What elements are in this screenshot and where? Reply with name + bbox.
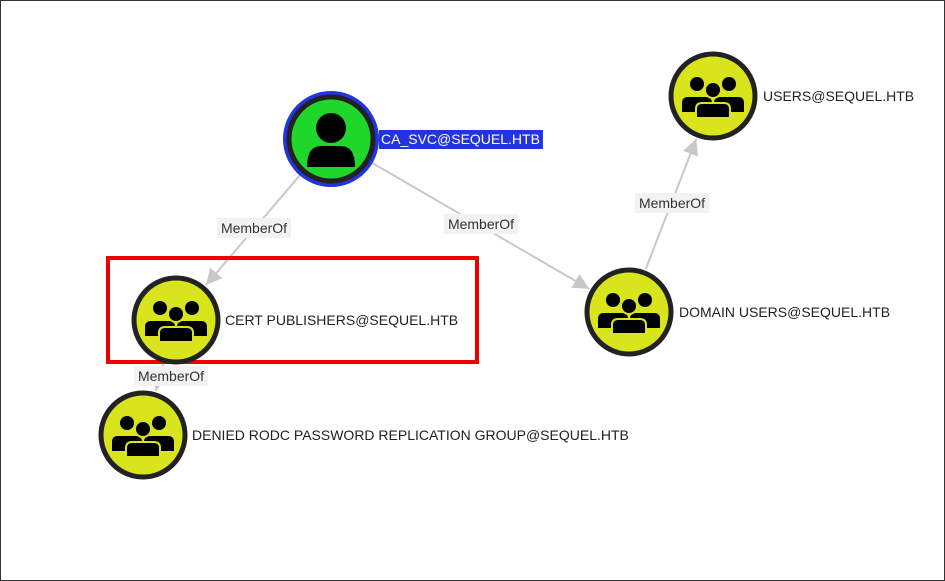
user-icon — [307, 113, 355, 167]
node-label[interactable]: CA_SVC@SEQUEL.HTB — [381, 131, 540, 147]
node-label[interactable]: USERS@SEQUEL.HTB — [763, 88, 914, 104]
node-cert-publishers[interactable]: CERT PUBLISHERS@SEQUEL.HTB — [131, 275, 458, 365]
highlight-box — [106, 256, 479, 364]
edge-label[interactable]: MemberOf — [221, 220, 287, 236]
group-icon — [682, 77, 744, 119]
node-domain-users[interactable]: DOMAIN USERS@SEQUEL.HTB — [584, 267, 890, 357]
group-icon — [145, 301, 207, 343]
group-icon — [598, 293, 660, 335]
node-label[interactable]: DENIED RODC PASSWORD REPLICATION GROUP@S… — [192, 427, 629, 443]
edge-label[interactable]: MemberOf — [448, 216, 514, 232]
edge-label-background — [634, 193, 710, 213]
edge-label[interactable]: MemberOf — [639, 195, 705, 211]
node-denied-rodc[interactable]: DENIED RODC PASSWORD REPLICATION GROUP@S… — [98, 390, 629, 480]
edge-label-background — [216, 218, 292, 238]
edge-label-background — [133, 366, 209, 386]
node-label[interactable]: CERT PUBLISHERS@SEQUEL.HTB — [225, 312, 458, 328]
edge-label-background — [443, 214, 519, 234]
node-label[interactable]: DOMAIN USERS@SEQUEL.HTB — [679, 304, 890, 320]
node-users[interactable]: USERS@SEQUEL.HTB — [668, 51, 914, 141]
edge-label[interactable]: MemberOf — [138, 368, 204, 384]
group-icon — [112, 416, 174, 458]
node-ca-svc[interactable]: CA_SVC@SEQUEL.HTB — [283, 91, 543, 187]
selected-label-background — [379, 130, 543, 149]
